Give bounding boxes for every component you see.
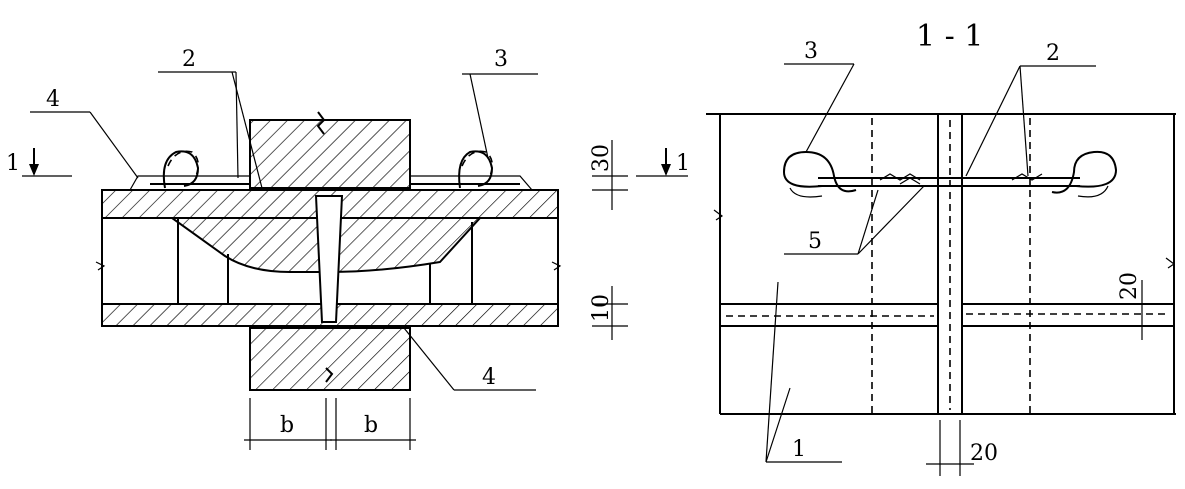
loop-anchor-right: [458, 150, 494, 189]
callout-4-top-label: 4: [46, 87, 60, 112]
callout-3-label: 3: [494, 47, 508, 72]
left-elevation-view: 2 3 4 4 1 1 30 10: [6, 47, 690, 450]
loop-anchor-left: [162, 150, 200, 189]
upper-wall-block: [249, 119, 411, 189]
loop-anchor-left-dashed: [167, 150, 200, 177]
section-callout-2-label: 2: [1046, 41, 1060, 66]
section-callout-1-label: 1: [792, 437, 806, 462]
dim-10-label: 10: [589, 294, 614, 322]
loop-right-section: [1051, 150, 1118, 194]
section-mark-right: 1: [676, 151, 690, 176]
dim-b-left-label: b: [280, 413, 294, 438]
lower-wall-block: [249, 327, 411, 391]
section-callout-3-label: 3: [804, 39, 818, 64]
dim-b-right-label: b: [364, 413, 378, 438]
section-title: 1 - 1: [916, 19, 983, 54]
dim-20-bottom-label: 20: [970, 441, 998, 466]
callout-4-bottom-label: 4: [482, 365, 496, 390]
dim-20-side-label: 20: [1117, 272, 1142, 300]
grout-wedge: [314, 195, 344, 323]
loop-anchor-right-dashed: [461, 150, 494, 177]
section-callout-5-label: 5: [808, 229, 822, 254]
section-1-1-view: 1 - 1 3 2: [706, 19, 1176, 476]
section-mark-left: 1: [6, 151, 20, 176]
callout-2-label: 2: [182, 47, 196, 72]
dim-30-label: 30: [589, 144, 614, 172]
